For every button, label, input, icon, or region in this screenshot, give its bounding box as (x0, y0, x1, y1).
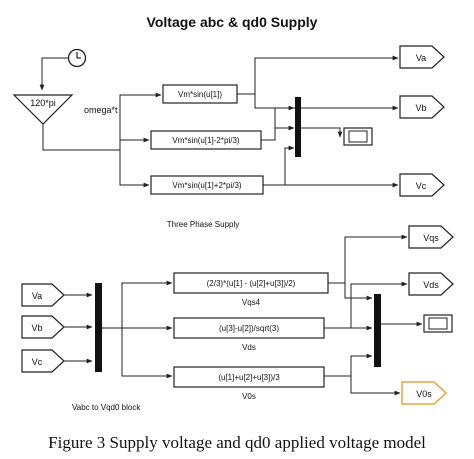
fcn-b-label: Vm*sin(u[1]-2*pi/3) (172, 136, 239, 145)
fcn-0-label: (u[1]+u[2]+u[3])/3 (218, 373, 280, 382)
fcn-q-label: (2/3)*(u[1] - (u[2]+u[3])/2) (207, 279, 296, 288)
inport-va[interactable]: Va (21, 283, 65, 307)
inport-va-label: Va (32, 291, 42, 301)
outport-vb-label: Vb (415, 103, 426, 113)
figure-caption: Figure 3 Supply voltage and qd0 applied … (48, 433, 426, 452)
scope-bottom[interactable] (423, 314, 453, 333)
fcn-a-label: Vm*sin(u[1]) (178, 90, 222, 99)
outport-vqs[interactable]: Vqs (408, 225, 454, 249)
simulink-diagram: Voltage abc & qd0 Supply 120*pi omega*t … (12, 14, 454, 412)
fcn-block-b[interactable]: Vm*sin(u[1]-2*pi/3) (150, 130, 262, 150)
omega-t-label: omega*t (84, 105, 118, 115)
gain-label: 120*pi (30, 98, 56, 108)
scope-top[interactable] (343, 127, 373, 146)
outport-va[interactable]: Va (399, 45, 445, 69)
inport-vc[interactable]: Vc (21, 349, 65, 373)
fcn-block-0[interactable]: (u[1]+u[2]+u[3])/3 (173, 366, 325, 388)
clock-block[interactable] (67, 48, 87, 68)
inport-vb-label: Vb (31, 323, 42, 333)
inport-vc-label: Vc (32, 357, 43, 367)
outport-va-label: Va (416, 53, 426, 63)
outport-vds-label: Vds (423, 280, 439, 290)
fcn-block-q[interactable]: (2/3)*(u[1] - (u[2]+u[3])/2) (173, 272, 329, 294)
fcn-block-d[interactable]: (u[3]-u[2])/sqrt(3) (173, 317, 325, 339)
vds-label: Vds (242, 343, 256, 352)
vqs4-label: Vqs4 (242, 298, 261, 307)
v0s-label: V0s (242, 392, 256, 401)
outport-vqs-label: Vqs (423, 233, 439, 243)
gain-block[interactable]: 120*pi (12, 94, 74, 125)
outport-v0s[interactable]: V0s (401, 381, 448, 405)
outport-vc-label: Vc (416, 181, 427, 191)
outport-vds[interactable]: Vds (408, 272, 454, 296)
three-phase-supply-label: Three Phase Supply (167, 220, 240, 229)
outport-v0s-label: V0s (416, 389, 432, 399)
mux-top[interactable] (295, 97, 301, 157)
outport-vc[interactable]: Vc (399, 173, 445, 197)
fcn-c-label: Vm*sin(u[1]+2*pi/3) (172, 181, 241, 190)
mux-bottom-right[interactable] (374, 294, 381, 367)
inport-vb[interactable]: Vb (21, 315, 65, 339)
vabc-to-vqd0-label: Vabc to Vqd0 block (72, 403, 141, 412)
fcn-block-c[interactable]: Vm*sin(u[1]+2*pi/3) (150, 175, 264, 195)
diagram-title: Voltage abc & qd0 Supply (147, 14, 318, 30)
mux-bottom[interactable] (95, 283, 102, 372)
fcn-d-label: (u[3]-u[2])/sqrt(3) (219, 324, 279, 333)
fcn-block-a[interactable]: Vm*sin(u[1]) (162, 84, 238, 104)
outport-vb[interactable]: Vb (399, 95, 445, 119)
